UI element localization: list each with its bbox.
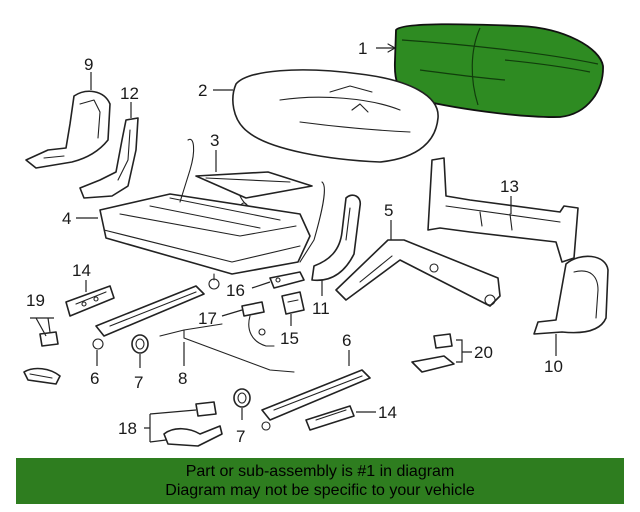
callout-20: 20 (474, 343, 493, 362)
part-18-clips[interactable] (163, 401, 223, 447)
part-11-recliner-cover[interactable] (311, 194, 362, 282)
callout-19: 19 (26, 291, 45, 310)
info-banner: Part or sub-assembly is #1 in diagram Di… (16, 458, 624, 504)
part-6-seat-track-left[interactable] (92, 285, 205, 350)
callout-7a: 7 (134, 373, 143, 392)
callout-10: 10 (544, 357, 563, 376)
part-14-trim-panel-right[interactable] (305, 405, 355, 431)
callout-9: 9 (84, 55, 93, 74)
callout-17: 17 (198, 309, 217, 328)
leader-16 (251, 281, 271, 289)
part-20-brackets[interactable] (411, 333, 455, 373)
part-15-latch[interactable] (281, 291, 305, 315)
part-17-wire-harness[interactable] (241, 301, 275, 347)
callout-7b: 7 (236, 427, 245, 446)
part-7-spring-clip-lower[interactable] (233, 388, 251, 408)
callout-15: 15 (280, 329, 299, 348)
part-7-spring-clip-upper[interactable] (131, 334, 149, 354)
part-12-bracket[interactable] (79, 117, 139, 199)
callout-12: 12 (120, 84, 139, 103)
callout-8: 8 (178, 369, 187, 388)
callout-16: 16 (226, 281, 245, 300)
part-6-seat-track-right[interactable] (261, 369, 371, 431)
leader-20 (456, 339, 472, 363)
callout-2: 2 (198, 81, 207, 100)
callout-14a: 14 (72, 261, 91, 280)
part-13-rear-brace[interactable] (427, 157, 579, 263)
callout-6b: 6 (342, 331, 351, 350)
banner-line-2: Diagram may not be specific to your vehi… (165, 482, 475, 499)
part-2-cushion-pad[interactable] (232, 69, 439, 163)
callout-5: 5 (384, 201, 393, 220)
part-9-side-shield[interactable] (25, 90, 111, 169)
callout-11: 11 (312, 299, 330, 318)
part-5-cross-support[interactable] (335, 239, 501, 307)
callout-13: 13 (500, 177, 519, 196)
callout-3: 3 (210, 131, 219, 150)
callout-4: 4 (62, 209, 71, 228)
part-10-outer-cover[interactable] (533, 255, 609, 335)
callout-6a: 6 (90, 369, 99, 388)
callout-1: 1 (358, 39, 367, 58)
parts-diagram: 1 2 9 12 3 (23, 23, 609, 447)
callout-18: 18 (118, 419, 137, 438)
arrow-1 (387, 43, 396, 53)
leader-18 (144, 409, 197, 443)
callout-14b: 14 (378, 403, 397, 422)
part-14-trim-panel-left[interactable] (65, 285, 115, 317)
leader-19 (30, 317, 54, 337)
banner-line-1: Part or sub-assembly is #1 in diagram (185, 463, 455, 480)
part-19-clip[interactable] (23, 331, 61, 385)
part-16-latch-bracket[interactable] (269, 271, 305, 289)
part-8-adjuster-rod[interactable] (159, 323, 295, 373)
part-4-seat-frame[interactable] (99, 138, 325, 290)
leader-17 (221, 309, 243, 317)
